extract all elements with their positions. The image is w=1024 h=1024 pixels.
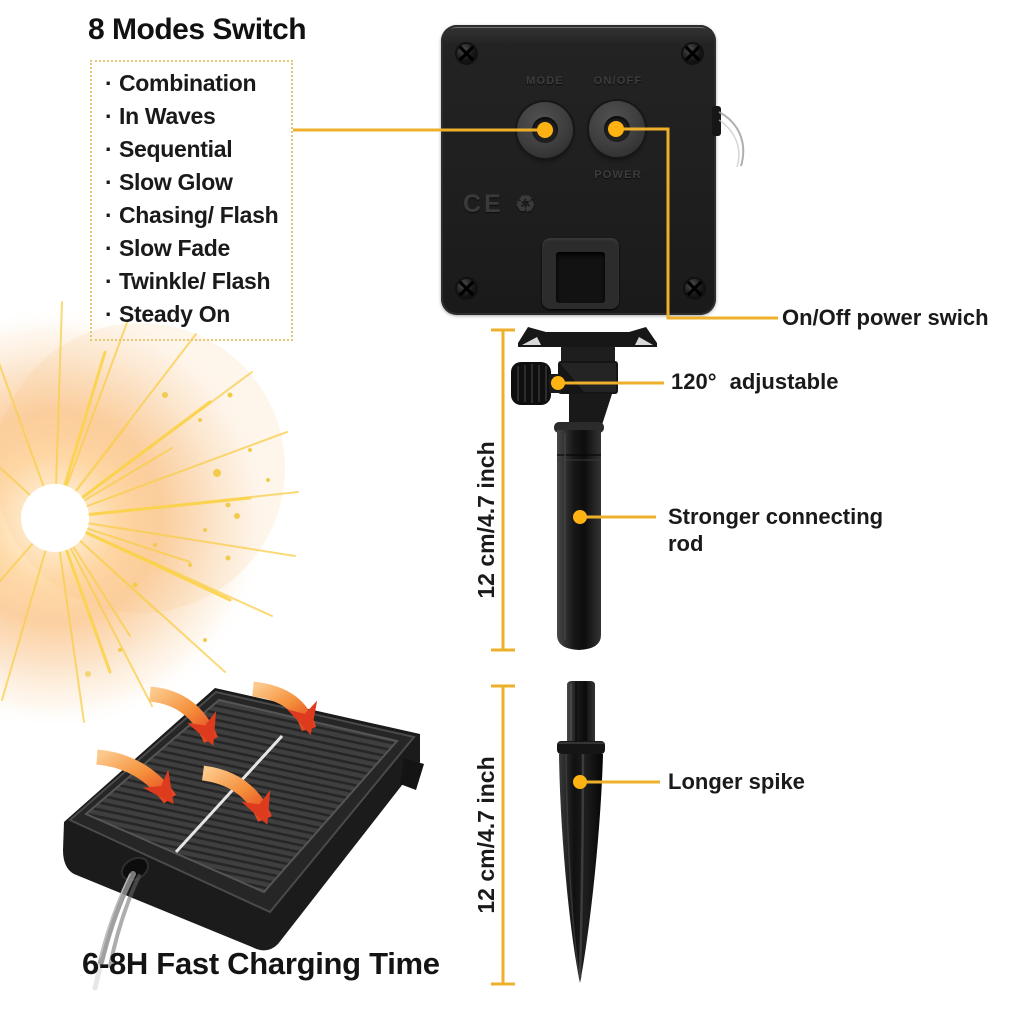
mode-list-item: ·In Waves [105, 100, 291, 133]
screw-icon [457, 279, 476, 298]
mode-label: Twinkle/ Flash [119, 268, 271, 294]
onoff-button-label: ON/OFF [593, 75, 643, 87]
ground-spike-illustration [557, 681, 605, 983]
spike-measurement-label: 12 cm/4.7 inch [473, 756, 499, 914]
bullet: · [105, 103, 113, 129]
bullet: · [105, 169, 113, 195]
modes-list: ·Combination ·In Waves ·Sequential ·Slow… [90, 60, 293, 341]
callout-connecting-rod: Stronger connecting rod [668, 504, 884, 556]
rod-measurement-label: 12 cm/4.7 inch [473, 441, 499, 599]
mode-label: In Waves [119, 103, 216, 129]
sun-arrow-icon [251, 681, 318, 736]
bullet: · [105, 268, 113, 294]
sun-sparkles [85, 392, 270, 677]
power-label: POWER [594, 169, 642, 181]
sun-arrow-icon [201, 765, 272, 825]
mode-label: Steady On [119, 301, 231, 327]
mode-button-cap [532, 117, 558, 143]
controller-box: MODE ON/OFF POWER CE ♻ [441, 25, 716, 315]
screw-icon [683, 44, 702, 63]
screw-icon [685, 279, 704, 298]
panel-divider-line [174, 734, 284, 854]
bullet: · [105, 235, 113, 261]
screw-icon [457, 44, 476, 63]
connecting-rod-illustration [511, 327, 657, 650]
mode-list-item: ·Twinkle/ Flash [105, 265, 291, 298]
sun-arrow-icon [96, 749, 177, 805]
mounting-bracket [542, 238, 619, 309]
power-button-cap [604, 116, 630, 142]
mode-label: Slow Fade [119, 235, 231, 261]
mode-label: Chasing/ Flash [119, 202, 279, 228]
mode-button[interactable] [517, 102, 573, 158]
charging-caption: 6-8H Fast Charging Time [82, 946, 440, 981]
bracket-hole [556, 252, 605, 303]
callout-adjustable: 120° adjustable [671, 369, 839, 394]
mode-list-item: ·Slow Glow [105, 166, 291, 199]
mode-label: Slow Glow [119, 169, 233, 195]
mode-label: Combination [119, 70, 257, 96]
bullet: · [105, 202, 113, 228]
solar-panel-illustration [63, 681, 424, 991]
mode-list-item: ·Slow Fade [105, 232, 291, 265]
callout-power-switch: On/Off power swich [782, 305, 989, 330]
power-button[interactable] [589, 101, 645, 157]
bullet: · [105, 136, 113, 162]
mode-label: Sequential [119, 136, 233, 162]
recycle-icon: ♻ [515, 191, 536, 217]
mode-list-item: ·Chasing/ Flash [105, 199, 291, 232]
power-cable [92, 871, 141, 991]
sun-icon [0, 301, 299, 730]
mode-button-label: MODE [526, 75, 564, 87]
bullet: · [105, 70, 113, 96]
sunlight-arrows [96, 681, 318, 825]
bullet: · [105, 301, 113, 327]
callout-longer-spike: Longer spike [668, 769, 805, 794]
sun-arrow-icon [149, 686, 218, 746]
mode-list-item: ·Sequential [105, 133, 291, 166]
mode-list-item: ·Steady On [105, 298, 291, 331]
page-title: 8 Modes Switch [88, 13, 307, 46]
mode-list-item: ·Combination [105, 67, 291, 100]
ce-mark: CE [463, 190, 504, 218]
